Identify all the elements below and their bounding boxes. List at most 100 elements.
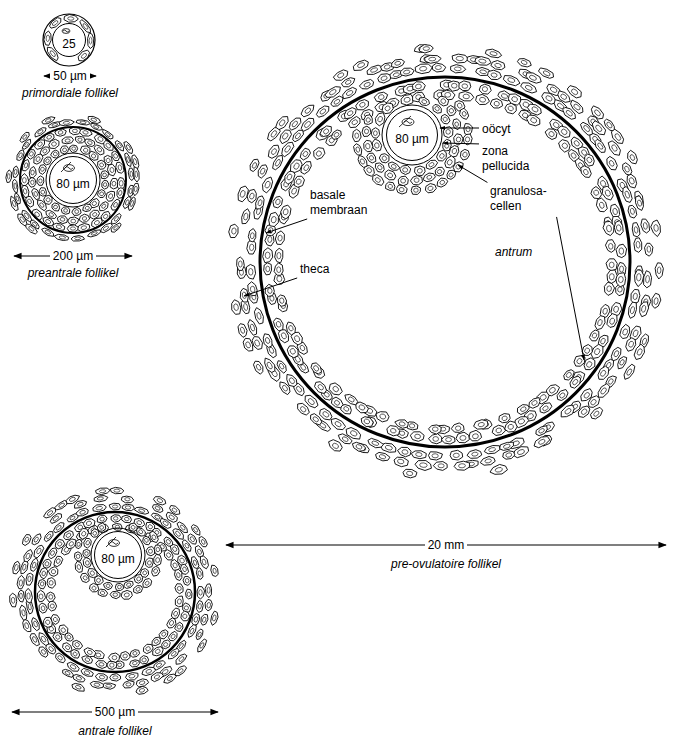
cell (88, 116, 100, 123)
cell-nucleus (101, 203, 107, 209)
cell (425, 55, 442, 63)
cell-nucleus (87, 140, 93, 145)
cell-nucleus (291, 187, 298, 195)
cell-outline (122, 504, 134, 510)
cell (287, 346, 298, 358)
cell-nucleus (75, 685, 82, 690)
cell-outline (356, 100, 369, 110)
cell (20, 605, 27, 620)
cell-outline (423, 173, 435, 182)
cell (13, 561, 20, 574)
cell (238, 324, 247, 338)
cell-nucleus (166, 552, 172, 558)
cell-outline (205, 599, 212, 611)
cell-nucleus (355, 146, 360, 152)
cell-nucleus (32, 562, 37, 569)
cell (331, 418, 345, 429)
cell-outline (315, 382, 327, 394)
cell (140, 656, 149, 664)
cell-nucleus (643, 222, 648, 229)
cell-nucleus (628, 340, 635, 347)
cell-nucleus (180, 524, 186, 530)
cell-nucleus (177, 586, 181, 590)
cell-outline (104, 141, 114, 151)
cell-outline (395, 420, 409, 428)
cell (6, 170, 12, 183)
cell-nucleus (617, 287, 622, 293)
cell (499, 442, 513, 450)
cell-outline (164, 550, 173, 560)
cell-nucleus (304, 107, 311, 114)
cell-outline (164, 537, 172, 546)
cell-nucleus (271, 148, 278, 156)
cell-nucleus (124, 517, 129, 521)
cell-outline (238, 324, 247, 338)
cell-outline (51, 615, 60, 625)
cell-nucleus (139, 680, 145, 685)
cell-outline (644, 271, 652, 288)
cell (242, 209, 250, 224)
cell (175, 666, 187, 676)
membrane-layer (20, 14, 630, 672)
cell-nucleus (163, 642, 169, 648)
cell-nucleus (198, 571, 202, 577)
cell-outline (171, 560, 180, 571)
cell-outline (557, 390, 568, 401)
cell-outline (122, 515, 132, 522)
cell-outline (450, 450, 463, 460)
cell-outline (513, 447, 529, 458)
cell-outline (134, 586, 143, 594)
cell (607, 156, 617, 169)
cell (611, 129, 623, 143)
cell-outline (98, 190, 106, 198)
cell-nucleus (113, 676, 118, 679)
cell-outline (177, 522, 187, 533)
cell-outline (38, 580, 45, 589)
cell-nucleus (52, 20, 59, 27)
cell-nucleus (7, 173, 10, 179)
cell-outline (37, 176, 44, 185)
cell (415, 64, 432, 74)
cell-nucleus (243, 213, 248, 221)
cell (254, 308, 263, 324)
cell (39, 568, 47, 579)
cell-outline (564, 370, 575, 380)
cell-nucleus (399, 421, 406, 426)
cell-outline (353, 60, 368, 70)
cell-nucleus (103, 213, 109, 219)
cell-outline (289, 118, 301, 130)
cell-nucleus (126, 682, 132, 686)
cell-outline (527, 115, 540, 126)
cell-nucleus (521, 60, 528, 66)
cell (146, 558, 154, 567)
cell-outline (73, 674, 85, 681)
cell-nucleus (49, 595, 53, 600)
cell-outline (232, 300, 241, 315)
cell-outline (67, 225, 78, 232)
cell-outline (293, 130, 304, 141)
cell-outline (604, 282, 614, 295)
cell-nucleus (249, 193, 255, 200)
cell-nucleus (419, 66, 427, 71)
cell-outline (517, 405, 529, 415)
cell-nucleus (45, 619, 51, 625)
cell-outline (311, 363, 321, 374)
cell (129, 523, 137, 531)
cell-outline (456, 432, 469, 443)
cell-nucleus (53, 617, 58, 622)
cell-nucleus (147, 524, 153, 530)
cell-nucleus (458, 463, 465, 468)
cell-nucleus (427, 186, 433, 192)
cell-outline (452, 54, 468, 63)
cell-outline (49, 18, 60, 28)
cell-nucleus (161, 631, 167, 637)
cell (84, 538, 92, 548)
cell-outline (358, 155, 367, 167)
cell-nucleus (154, 674, 161, 680)
cell-nucleus (440, 98, 447, 105)
cell-nucleus (448, 172, 454, 178)
cell (374, 92, 387, 102)
cell-nucleus (266, 361, 273, 369)
cell (205, 584, 211, 598)
cell-nucleus (432, 454, 438, 458)
